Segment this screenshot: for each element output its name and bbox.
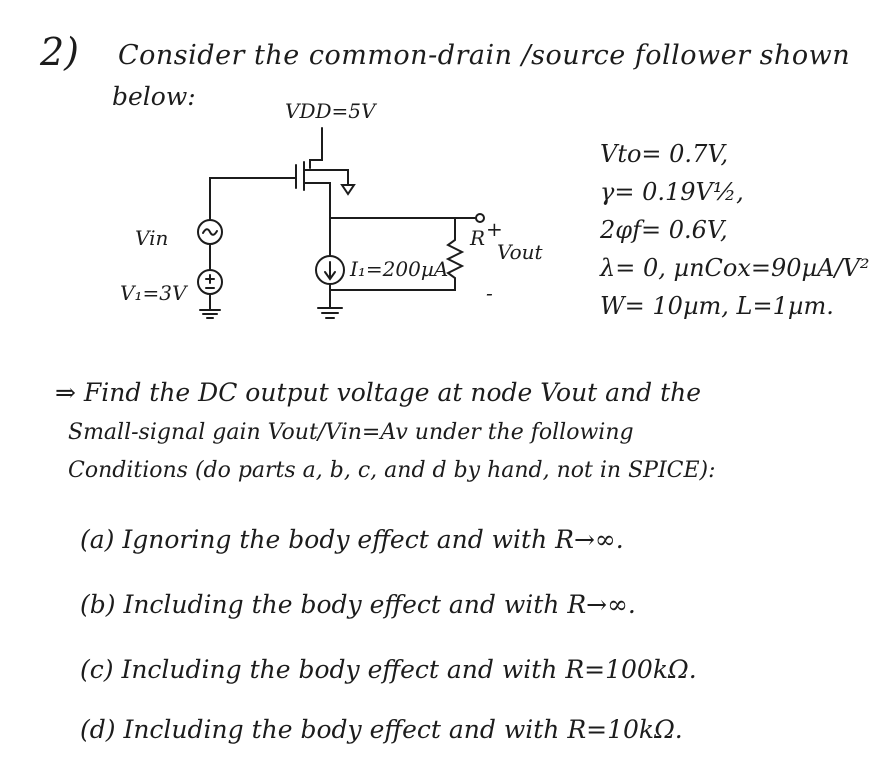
problem-intro-line-2: below: [112, 82, 196, 111]
vout-minus-sign: - [486, 281, 493, 305]
output-terminal [475, 213, 485, 223]
param-gamma: γ= 0.19V½, [600, 178, 744, 206]
vout-label: Vout [497, 240, 544, 264]
param-2phif: 2φf= 0.6V, [600, 216, 728, 244]
param-w-l: W= 10µm, L=1µm. [600, 292, 834, 320]
vin-sine-icon [202, 228, 218, 236]
param-vto: Vto= 0.7V, [600, 140, 729, 168]
v1-label: V₁=3V [120, 281, 189, 305]
problem-intro-line-1: Consider the common-drain /source follow… [118, 40, 851, 71]
task-line-2: Small-signal gain Vout/Vin=Av under the … [68, 420, 634, 445]
gate-wire [209, 177, 297, 221]
task-line-3: Conditions (do parts a, b, c, and d by h… [68, 458, 716, 483]
resistor-r [329, 217, 465, 291]
part-a: (a) Ignoring the body effect and with R→… [80, 525, 624, 554]
body-ground-arrow [340, 184, 356, 196]
vout-plus-sign: + [486, 217, 503, 241]
part-c: (c) Including the body effect and with R… [80, 655, 697, 684]
resistor-label: R [469, 226, 485, 250]
part-b: (b) Including the body effect and with R… [80, 590, 636, 619]
drain-wire [309, 151, 323, 169]
body-wire [303, 169, 349, 186]
source-wire [303, 182, 331, 187]
param-lambda-uncox: λ= 0, µnCox=90µA/V² [600, 254, 870, 282]
vdd-label: VDD=5V [285, 99, 378, 123]
current-label: I₁=200µA [349, 257, 448, 281]
task-line-1: ⇒ Find the DC output voltage at node Vou… [55, 378, 702, 407]
current-source-arrow-head [324, 271, 336, 281]
part-d: (d) Including the body effect and with R… [80, 715, 683, 744]
device-parameters: Vto= 0.7V, γ= 0.19V½, 2φf= 0.6V, λ= 0, µ… [600, 135, 870, 325]
vin-label: Vin [135, 226, 168, 250]
problem-number: 2) [40, 30, 80, 74]
